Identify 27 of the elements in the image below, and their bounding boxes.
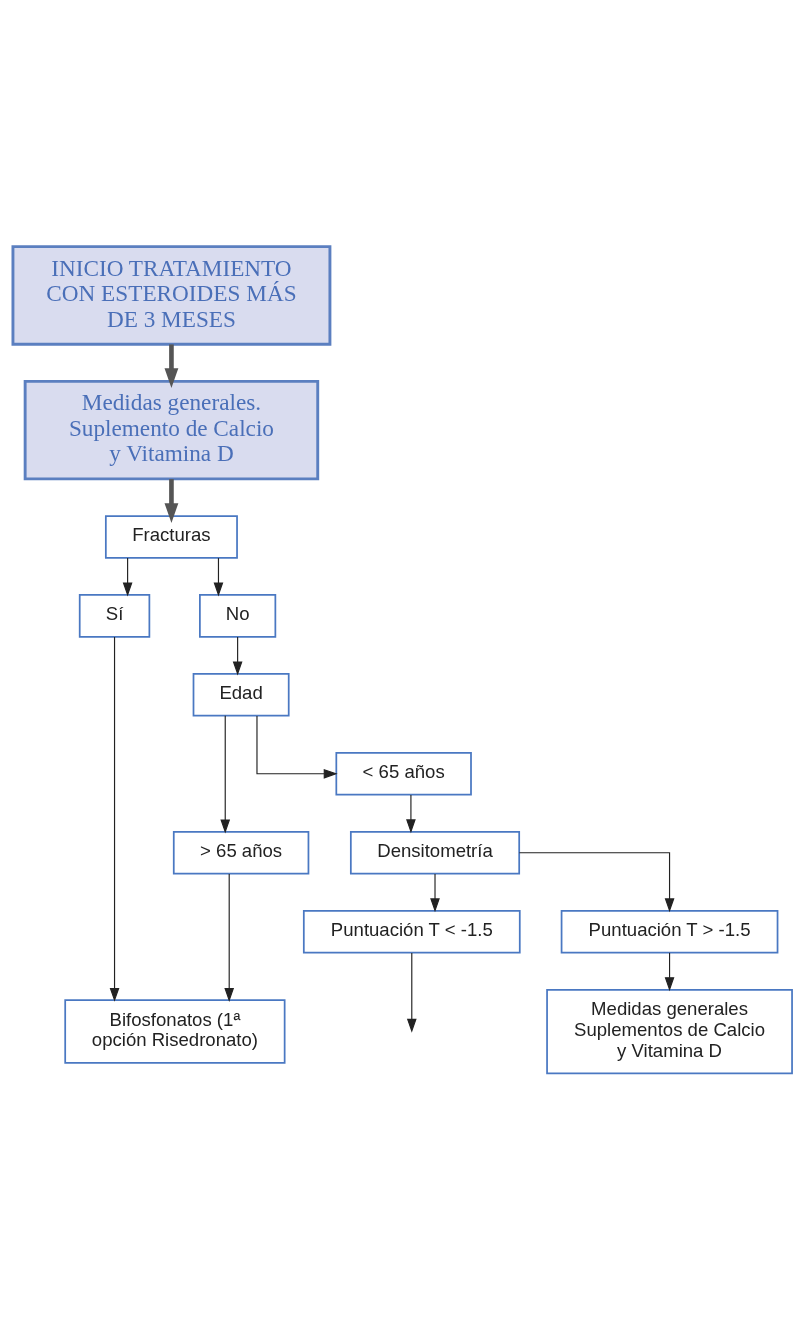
node-box: Bifosfonatos (1ª opción Risedronato): [64, 999, 286, 1064]
node-box: < 65 años: [335, 752, 472, 796]
arrow: [220, 715, 231, 834]
node-box: Sí: [78, 594, 151, 638]
node-box: No: [199, 594, 277, 638]
node-box: > 65 años: [172, 830, 310, 875]
arrow: [518, 852, 675, 913]
arrow: [164, 344, 179, 388]
arrow: [430, 873, 440, 913]
arrow: [406, 952, 417, 1033]
arrow: [406, 794, 416, 834]
node-box: Medidas generales Suplementos de Calcio y Vitamina D: [546, 988, 793, 1075]
arrow: [256, 715, 338, 779]
node-box: Puntuación T < -1.5: [302, 909, 521, 954]
node-box: Medidas generales. Suplemento de Calcio y Vitamina D: [23, 379, 320, 481]
node-box: Edad: [192, 673, 290, 717]
arrow: [164, 479, 179, 523]
node-box: Puntuación T > -1.5: [560, 909, 779, 954]
arrow: [664, 952, 675, 992]
arrow: [224, 873, 235, 1002]
arrow: [109, 636, 120, 1002]
arrow: [232, 636, 243, 676]
node-box: Densitometría: [349, 830, 521, 875]
arrow: [122, 557, 133, 597]
node-box: INICIO TRATAMIENTO CON ESTEROIDES MÁS DE 3 MESES: [11, 245, 332, 346]
arrow: [213, 557, 224, 597]
node-box: Fracturas: [104, 515, 238, 559]
